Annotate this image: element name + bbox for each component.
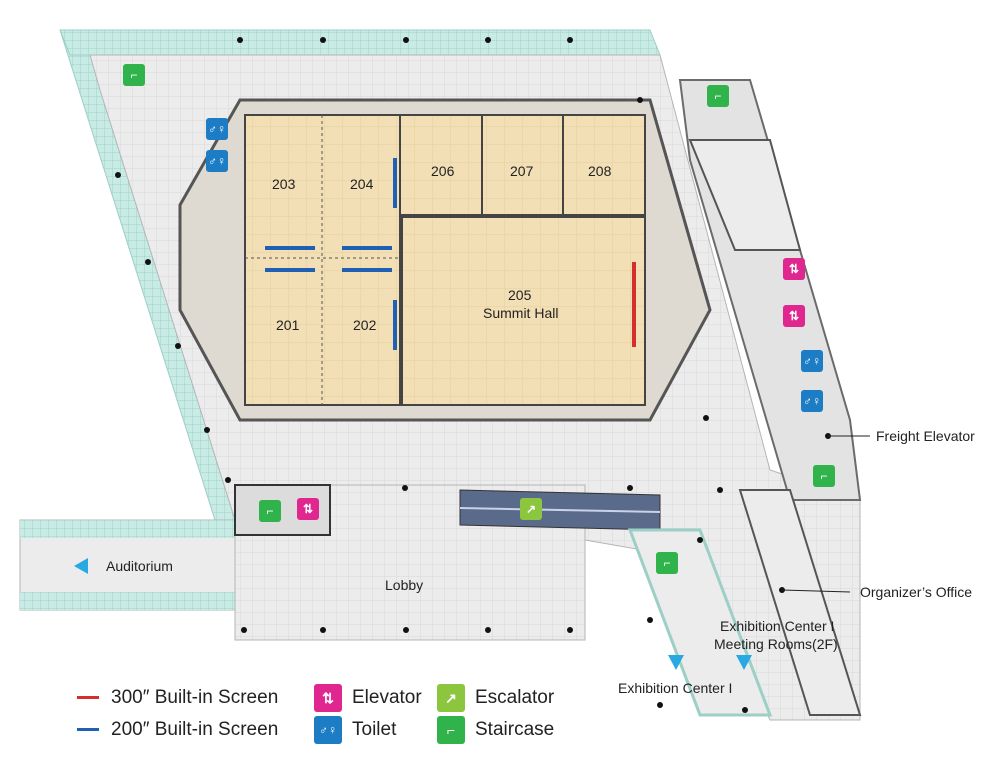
legend-300-screen: 300″ Built-in Screen [111,687,279,708]
room-205-name: Summit Hall [483,305,559,321]
organizers-office-label: Organizer’s Office [860,584,973,600]
room-205-floor [401,216,646,406]
meeting-arrow-icon [736,655,752,670]
legend-elevator: Elevator [352,687,422,708]
room-202-label: 202 [353,317,377,333]
staircase-icon: ⌐ [259,500,281,522]
toilet-icon: ♂♀ [206,150,228,172]
staircase-icon: ⌐ [656,552,678,574]
staircase-icon: ⌐ [123,64,145,86]
right-long-room [688,139,802,251]
room-206-label: 206 [431,163,455,179]
exhibition-passage [627,528,773,717]
elevator-icon: ⇅ [783,258,805,280]
room-205-number: 205 [508,287,532,303]
room-203-label: 203 [272,176,296,192]
legend-escalator-icon: ↗ [437,684,465,712]
legend-toilet-icon: ♂♀ [314,716,342,744]
toilet-icon: ♂♀ [801,390,823,412]
elevator-icon: ⇅ [783,305,805,327]
escalator-icon: ↗ [520,498,542,520]
toilet-icon: ♂♀ [206,118,228,140]
legend-escalator: Escalator [475,687,555,708]
room-201-label: 201 [276,317,300,333]
room-208-label: 208 [588,163,612,179]
legend-toilet: Toilet [352,719,397,740]
legend-staircase: Staircase [475,719,555,740]
staircase-icon: ⌐ [813,465,835,487]
room-206-208-floor [399,114,646,216]
auditorium-label: Auditorium [106,558,173,574]
legend-elevator-icon: ⇅ [314,684,342,712]
auditorium-arrow-icon [74,558,88,574]
legend-staircase-icon: ⌐ [437,716,465,744]
lobby-label: Lobby [385,577,424,593]
exhibition-meeting-label-1: Exhibition Center I [720,618,835,634]
elevator-icon: ⇅ [297,498,319,520]
exhibition-meeting-label-2: Meeting Rooms(2F) [714,636,838,652]
room-207-label: 207 [510,163,534,179]
room-204-label: 204 [350,176,374,192]
staircase-icon: ⌐ [707,85,729,107]
exhibition-arrow-icon [668,655,684,670]
exhibition-center-label: Exhibition Center I [618,680,733,696]
freight-elevator-label: Freight Elevator [876,428,975,444]
meeting-passage [738,489,862,716]
legend-200-screen: 200″ Built-in Screen [111,719,279,740]
toilet-icon: ♂♀ [801,350,823,372]
